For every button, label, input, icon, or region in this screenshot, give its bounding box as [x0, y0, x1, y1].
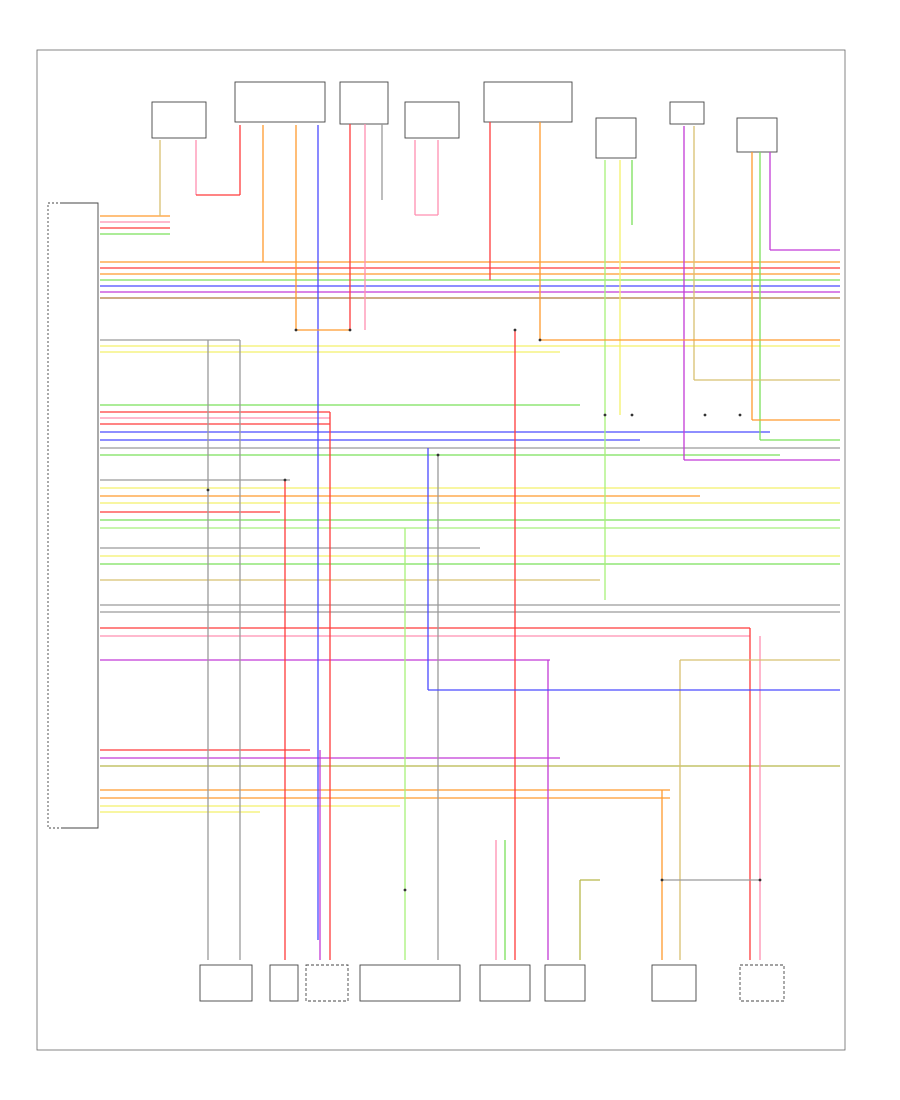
splice-point-9	[283, 478, 287, 482]
component-top-1	[151, 101, 207, 139]
top-components	[151, 81, 778, 159]
component-bottom-5	[479, 964, 531, 1002]
splice-point-1	[348, 328, 352, 332]
diagram-frame	[36, 49, 846, 1051]
component-top-4	[404, 101, 460, 139]
wire-layer	[100, 122, 840, 960]
bottom-components	[199, 964, 785, 1002]
splice-point-0	[294, 328, 298, 332]
splice-point-4	[603, 413, 607, 417]
splice-point-13	[403, 888, 407, 892]
component-bottom-1	[199, 964, 253, 1002]
splice-point-5	[630, 413, 634, 417]
splice-point-2	[513, 328, 517, 332]
component-bottom-3	[305, 964, 349, 1002]
component-bottom-4	[359, 964, 461, 1002]
splice-point-6	[703, 413, 707, 417]
component-top-5	[483, 81, 573, 123]
splice-point-12	[758, 878, 762, 882]
component-bottom-8	[739, 964, 785, 1002]
engine-control-module	[47, 202, 99, 829]
component-bottom-6	[544, 964, 586, 1002]
component-top-2	[234, 81, 326, 123]
splice-layer	[206, 328, 762, 892]
component-top-6	[595, 117, 637, 159]
splice-point-3	[538, 338, 542, 342]
component-bottom-7	[651, 964, 697, 1002]
component-top-8	[736, 117, 778, 153]
splice-point-8	[206, 488, 210, 492]
component-top-7	[669, 101, 705, 125]
splice-point-10	[436, 453, 440, 457]
splice-point-11	[660, 878, 664, 882]
component-bottom-2	[269, 964, 299, 1002]
component-top-3	[339, 81, 389, 125]
splice-point-7	[738, 413, 742, 417]
